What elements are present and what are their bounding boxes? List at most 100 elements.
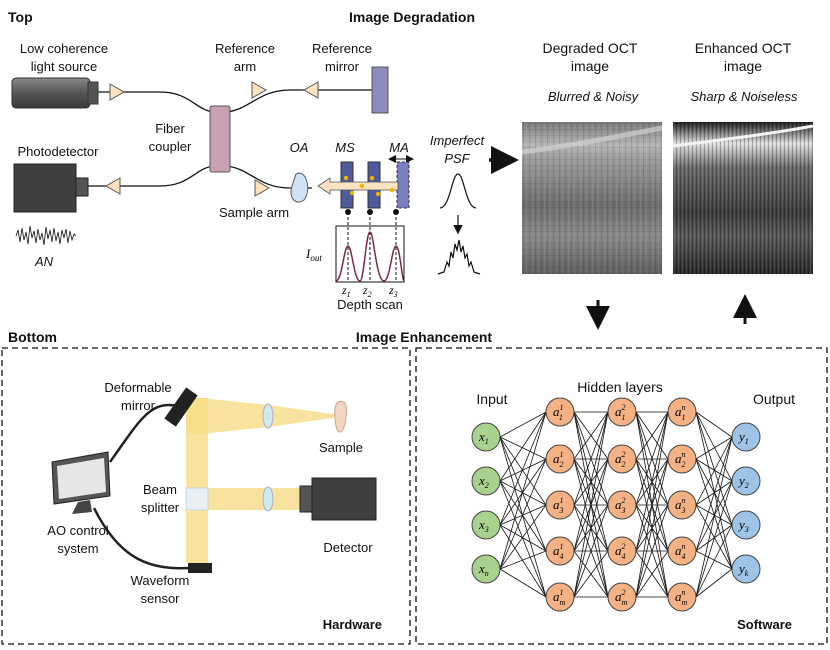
waveform-sensor: [188, 563, 212, 573]
nn-edge: [499, 458, 547, 482]
ao-label-2: system: [57, 541, 98, 556]
node-label: x3: [478, 517, 489, 534]
hardware-title: Hardware: [323, 617, 382, 632]
z2-label: z2: [362, 283, 372, 299]
computer-icon: [51, 451, 111, 514]
sample-object: [334, 400, 347, 433]
nn-edge: [573, 411, 609, 552]
ms-label: MS: [335, 140, 355, 155]
nn-edge: [499, 458, 547, 570]
psf-distorted: [437, 239, 481, 275]
nn-edge: [499, 436, 547, 598]
depth-scan-label: Depth scan: [337, 297, 403, 312]
reference-arm-label-1: Reference: [215, 41, 275, 56]
nn-edge: [635, 411, 669, 598]
beam-arrow-icon: [317, 177, 399, 195]
node-label: x2: [478, 473, 489, 490]
node-label: y1: [737, 429, 749, 446]
enhanced-oct-image: [672, 122, 814, 274]
enhanced-label-1: Enhanced OCT: [695, 40, 792, 56]
nn-edge: [695, 436, 733, 552]
nn-edge: [573, 411, 609, 598]
degraded-label-2: image: [571, 58, 609, 74]
nn-edge: [695, 411, 733, 526]
nn-edge: [695, 436, 733, 506]
enhanced-label-2: image: [724, 58, 762, 74]
nn-edge: [695, 568, 733, 598]
node-label: yk: [737, 561, 749, 578]
fiber-lines: [76, 89, 372, 189]
detector-label: Detector: [323, 540, 373, 555]
fiber-arrows: [104, 81, 319, 197]
arrow-right-icon: [251, 81, 268, 99]
nn-edge: [499, 504, 547, 570]
an-label: AN: [34, 254, 54, 269]
sample-label: Sample: [319, 440, 363, 455]
input-node: x1: [471, 422, 501, 452]
ao-label-1: AO control: [47, 523, 109, 538]
nn-edge: [573, 504, 609, 598]
waveform-label-1: Waveform: [131, 573, 190, 588]
output-node: y2: [731, 466, 761, 496]
degraded-label-1: Degraded OCT: [543, 40, 638, 56]
nn-edge: [499, 480, 547, 598]
node-label: xn: [478, 561, 489, 578]
nn-edge: [695, 458, 733, 526]
nn-edge: [499, 458, 547, 526]
fiber-coupler: [209, 105, 231, 173]
nn-edge: [635, 504, 669, 598]
nn-edge: [635, 550, 669, 598]
nn-edge: [499, 568, 547, 598]
arrow-right-icon: [109, 83, 126, 101]
nn-edge: [695, 411, 733, 482]
output-node: yk: [731, 554, 761, 584]
degraded-oct-image: [521, 122, 663, 274]
deformable-label-1: Deformable: [104, 380, 171, 395]
nn-edge: [695, 458, 733, 482]
nn-edge: [695, 504, 733, 526]
beam-label-1: Beam: [143, 482, 177, 497]
input-label: Input: [476, 391, 507, 407]
software-title: Software: [737, 617, 792, 632]
nn-edge: [695, 504, 733, 570]
nn-edge: [695, 436, 733, 460]
sample-arm-label: Sample arm: [219, 205, 289, 220]
waveform-label-2: sensor: [140, 591, 180, 606]
nn-edge: [499, 524, 547, 552]
fiber-coupler-label-1: Fiber: [155, 121, 185, 136]
node-label: y2: [737, 473, 749, 490]
output-label: Output: [753, 391, 795, 407]
fiber-coupler-label-2: coupler: [149, 139, 192, 154]
oa-label: OA: [290, 140, 309, 155]
iout-label: Iout: [305, 246, 322, 263]
noise-signal: [15, 225, 77, 246]
hardware-box: [1, 347, 411, 645]
software-box: [415, 347, 828, 645]
nn-edge: [635, 411, 669, 552]
reference-mirror: [371, 66, 389, 114]
arrow-left-icon: [104, 177, 121, 195]
